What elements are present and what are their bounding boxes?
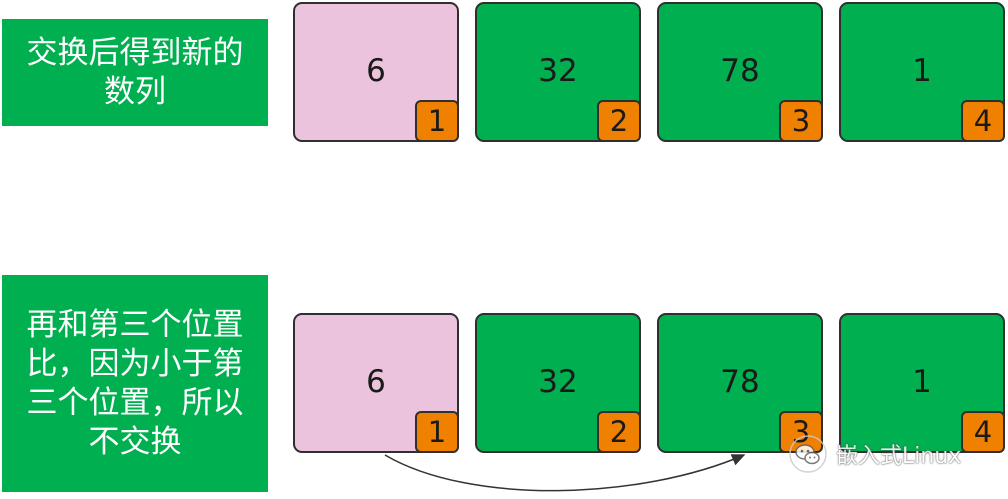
index-badge: 1 — [415, 100, 459, 142]
caption-row-1: 交换后得到新的 数列 — [2, 19, 268, 126]
index-badge: 2 — [597, 100, 641, 142]
array-cell-4: 1 4 — [839, 2, 1005, 142]
cell-value: 1 — [912, 364, 932, 400]
caption-line: 三个位置，所以 — [26, 384, 244, 421]
watermark-text: 嵌入式Linux — [836, 444, 962, 469]
array-cell-4: 1 4 — [839, 313, 1005, 453]
caption-row-2: 再和第三个位置 比，因为小于第 三个位置，所以 不交换 — [2, 275, 268, 492]
caption-line: 再和第三个位置 — [26, 306, 244, 343]
cell-value: 32 — [538, 364, 578, 400]
cell-value: 6 — [366, 364, 386, 400]
array-cell-1: 6 1 — [293, 313, 459, 453]
cell-value: 1 — [912, 53, 932, 89]
index-badge: 1 — [415, 411, 459, 453]
wechat-icon — [789, 435, 827, 473]
caption-line: 数列 — [104, 73, 166, 110]
index-badge: 2 — [597, 411, 641, 453]
array-cell-2: 32 2 — [475, 313, 641, 453]
cell-value: 32 — [538, 53, 578, 89]
index-badge: 4 — [961, 100, 1005, 142]
array-cell-1: 6 1 — [293, 2, 459, 142]
compare-arrow-curve — [384, 454, 746, 492]
cell-value: 78 — [720, 364, 760, 400]
caption-line: 不交换 — [88, 423, 182, 460]
cell-value: 78 — [720, 53, 760, 89]
array-cell-2: 32 2 — [475, 2, 641, 142]
caption-line: 比，因为小于第 — [26, 345, 244, 382]
array-cell-3: 78 3 — [657, 2, 823, 142]
array-cell-3: 78 3 — [657, 313, 823, 453]
index-badge: 4 — [961, 411, 1005, 453]
watermark: 嵌入式Linux — [788, 434, 961, 474]
caption-line: 交换后得到新的 — [26, 34, 244, 71]
index-badge: 3 — [779, 100, 823, 142]
cell-value: 6 — [366, 53, 386, 89]
